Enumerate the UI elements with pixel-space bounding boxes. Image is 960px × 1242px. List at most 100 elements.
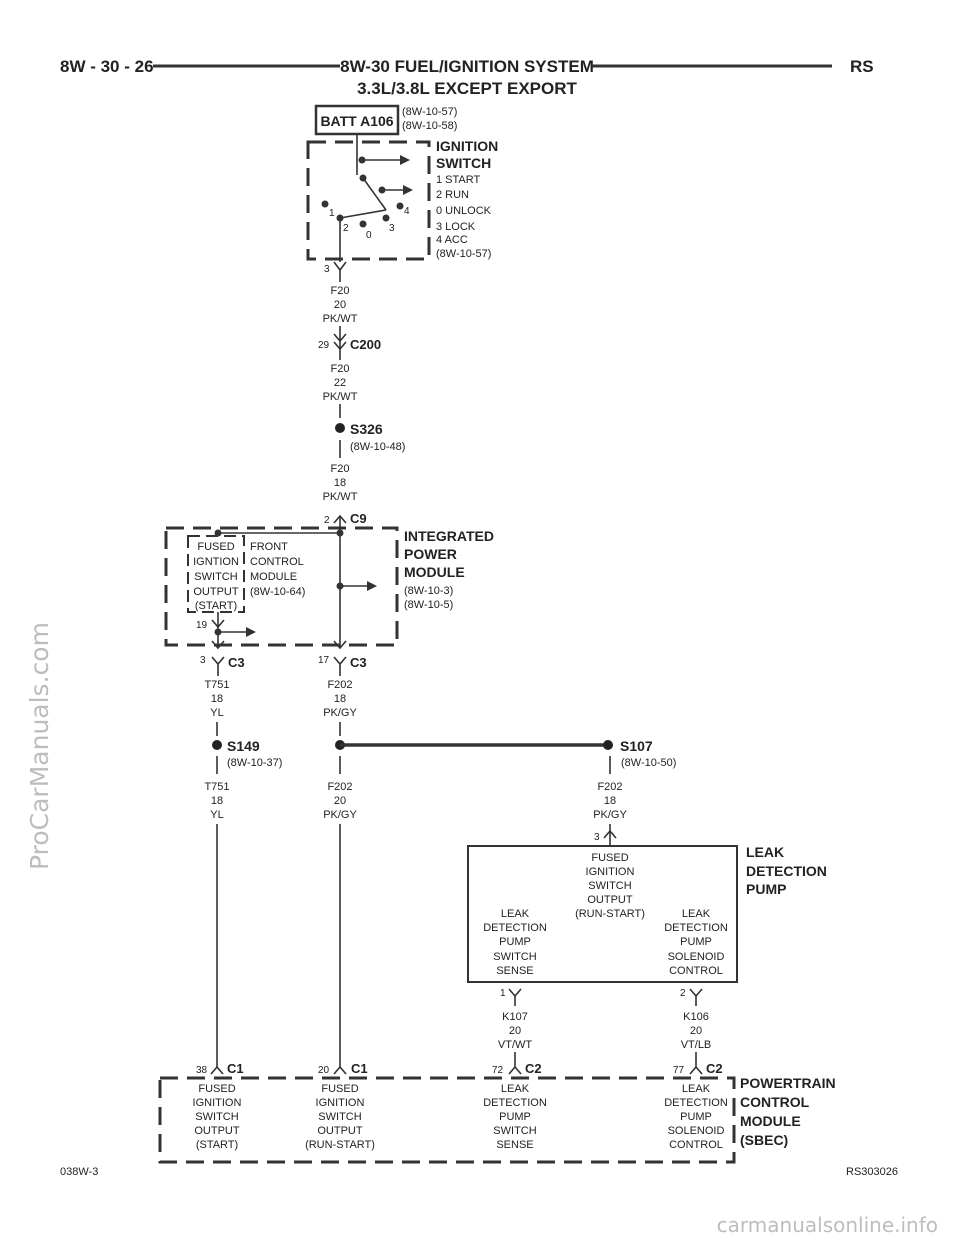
ldp-top-5: (RUN-START) <box>575 908 645 920</box>
pcm-t1-1: FUSED <box>198 1083 235 1095</box>
ldp-right-3: PUMP <box>680 936 712 948</box>
connector-c2-pin77: 77 C2 <box>673 1061 723 1076</box>
wire-f20-18-gauge: 18 <box>334 477 346 489</box>
page-title-line2: 3.3L/3.8L EXCEPT EXPORT <box>357 79 577 98</box>
wire-f20-20-gauge: 20 <box>334 299 346 311</box>
wire-f202-b-color: PK/GY <box>323 809 357 821</box>
wire-k106: K106 20 VT/LB <box>681 1011 712 1051</box>
ipm-inner-5: (START) <box>195 600 237 612</box>
ipm-inner-1: FUSED <box>197 541 234 553</box>
switch-pos-run: 2 RUN <box>436 189 469 201</box>
connector-c3-pin3: 3 C3 <box>200 655 245 670</box>
pcm-t2-4: OUTPUT <box>317 1125 363 1137</box>
wire-f202-c: F202 18 PK/GY <box>593 781 627 821</box>
switch-out-pin <box>333 261 347 272</box>
ldp-pin-2-label: 2 <box>680 988 686 999</box>
splice-s326: S326 (8W-10-48) <box>335 421 405 453</box>
switch-contact-2: 2 <box>343 223 349 234</box>
c9-label: C9 <box>350 511 367 526</box>
ipm-inner-3: SWITCH <box>194 571 237 583</box>
wire-f202-a: F202 18 PK/GY <box>323 679 357 719</box>
leak-detection-pump: 3 FUSED IGNITION SWITCH OUTPUT (RUN-STAR… <box>467 829 827 983</box>
ignition-switch: 1 2 0 3 4 IGNITION SWITCH 1 START 2 RUN … <box>306 134 498 262</box>
pcm-t3-4: SWITCH <box>493 1125 536 1137</box>
pcm-c2b-label: C2 <box>706 1061 723 1076</box>
pcm-t4-2: DETECTION <box>664 1097 728 1109</box>
pcm-c1b-pin: 20 <box>318 1065 330 1076</box>
wire-f202-b-gauge: 20 <box>334 795 346 807</box>
switch-pos-start: 1 START <box>436 174 480 186</box>
switch-contact-4: 4 <box>404 206 410 217</box>
wire-f202-a-gauge: 18 <box>334 693 346 705</box>
side-watermark: ProCarManuals.com <box>25 622 54 870</box>
s149-ref: (8W-10-37) <box>227 757 282 769</box>
ldp-left-2: DETECTION <box>483 922 547 934</box>
switch-out-pin-label: 3 <box>324 264 330 275</box>
ldp-right-2: DETECTION <box>664 922 728 934</box>
page-title-line1: 8W-30 FUEL/IGNITION SYSTEM <box>340 57 594 76</box>
c3a-pin: 3 <box>200 655 206 666</box>
pcm-t1-3: SWITCH <box>195 1111 238 1123</box>
switch-pos-unlock: 0 UNLOCK <box>436 205 492 217</box>
ldp-top-4: OUTPUT <box>587 894 633 906</box>
ldp-left-4: SWITCH <box>493 951 536 963</box>
c3b-label: C3 <box>350 655 367 670</box>
fcm-text-3: MODULE <box>250 571 297 583</box>
c9-pin: 2 <box>324 515 330 526</box>
ldp-pin-1: 1 <box>500 988 522 999</box>
s326-ref: (8W-10-48) <box>350 441 405 453</box>
wire-f202-c-color: PK/GY <box>593 809 627 821</box>
wire-f20-20: F20 20 PK/WT <box>323 285 358 325</box>
pcm-t2-5: (RUN-START) <box>305 1139 375 1151</box>
connector-c3-pin17: 17 C3 <box>318 655 367 670</box>
c3b-pin: 17 <box>318 655 330 666</box>
ldp-name-2: DETECTION <box>746 863 827 879</box>
wire-t751-b-gauge: 18 <box>211 795 223 807</box>
pcm-t3-2: DETECTION <box>483 1097 547 1109</box>
page-header: 8W - 30 - 26 8W-30 FUEL/IGNITION SYSTEM … <box>60 57 874 98</box>
connector-c1-pin38: 38 C1 <box>196 1061 244 1076</box>
wire-f202-c-circuit: F202 <box>597 781 622 793</box>
wire-f20-22-circuit: F20 <box>331 363 350 375</box>
pcm-name-4: (SBEC) <box>740 1132 788 1148</box>
pcm-c1a-pin: 38 <box>196 1065 208 1076</box>
wire-f202-b: F202 20 PK/GY <box>323 781 357 821</box>
ldp-left-1: LEAK <box>501 908 530 920</box>
splice-s149: S149 (8W-10-37) <box>212 738 282 769</box>
batt-ref-1: (8W-10-57) <box>402 106 457 118</box>
ipm-pin-19: 19 <box>196 620 208 631</box>
wire-f20-22: F20 22 PK/WT <box>323 363 358 403</box>
ldp-right-5: CONTROL <box>669 965 723 977</box>
pcm-name-3: MODULE <box>740 1113 801 1129</box>
pcm-t1-2: IGNITION <box>193 1097 242 1109</box>
wire-f202-a-color: PK/GY <box>323 707 357 719</box>
ipm-name-2: POWER <box>404 546 457 562</box>
pcm-t3-1: LEAK <box>501 1083 530 1095</box>
switch-contact-0: 0 <box>366 230 372 241</box>
ldp-top-1: FUSED <box>591 852 628 864</box>
ipm-inner-2: IGNTION <box>193 556 239 568</box>
wire-k107: K107 20 VT/WT <box>498 1011 532 1051</box>
pcm-name-1: POWERTRAIN <box>740 1075 836 1091</box>
wire-k106-circuit: K106 <box>683 1011 709 1023</box>
fcm-text-4: (8W-10-64) <box>250 586 305 598</box>
ldp-pin-3: 3 <box>594 832 600 843</box>
ipm-ref-2: (8W-10-5) <box>404 599 453 611</box>
pcm-t1-4: OUTPUT <box>194 1125 240 1137</box>
footer-right: RS303026 <box>846 1166 898 1178</box>
wire-f20-20-circuit: F20 <box>331 285 350 297</box>
ldp-pin-1-label: 1 <box>500 988 506 999</box>
wire-k106-color: VT/LB <box>681 1039 712 1051</box>
powertrain-control-module: FUSED IGNITION SWITCH OUTPUT (START) FUS… <box>158 1075 836 1164</box>
wire-f20-18-circuit: F20 <box>331 463 350 475</box>
pcm-t2-2: IGNITION <box>316 1097 365 1109</box>
ipm-inner-4: OUTPUT <box>193 586 239 598</box>
pcm-name-2: CONTROL <box>740 1094 810 1110</box>
fcm-text-1: FRONT <box>250 541 288 553</box>
connector-c1-pin20: 20 C1 <box>318 1061 368 1076</box>
ldp-top-3: SWITCH <box>588 880 631 892</box>
pcm-t2-3: SWITCH <box>318 1111 361 1123</box>
ldp-left-3: PUMP <box>499 936 531 948</box>
batt-label: BATT A106 <box>320 113 393 129</box>
switch-ref: (8W-10-57) <box>436 248 491 260</box>
